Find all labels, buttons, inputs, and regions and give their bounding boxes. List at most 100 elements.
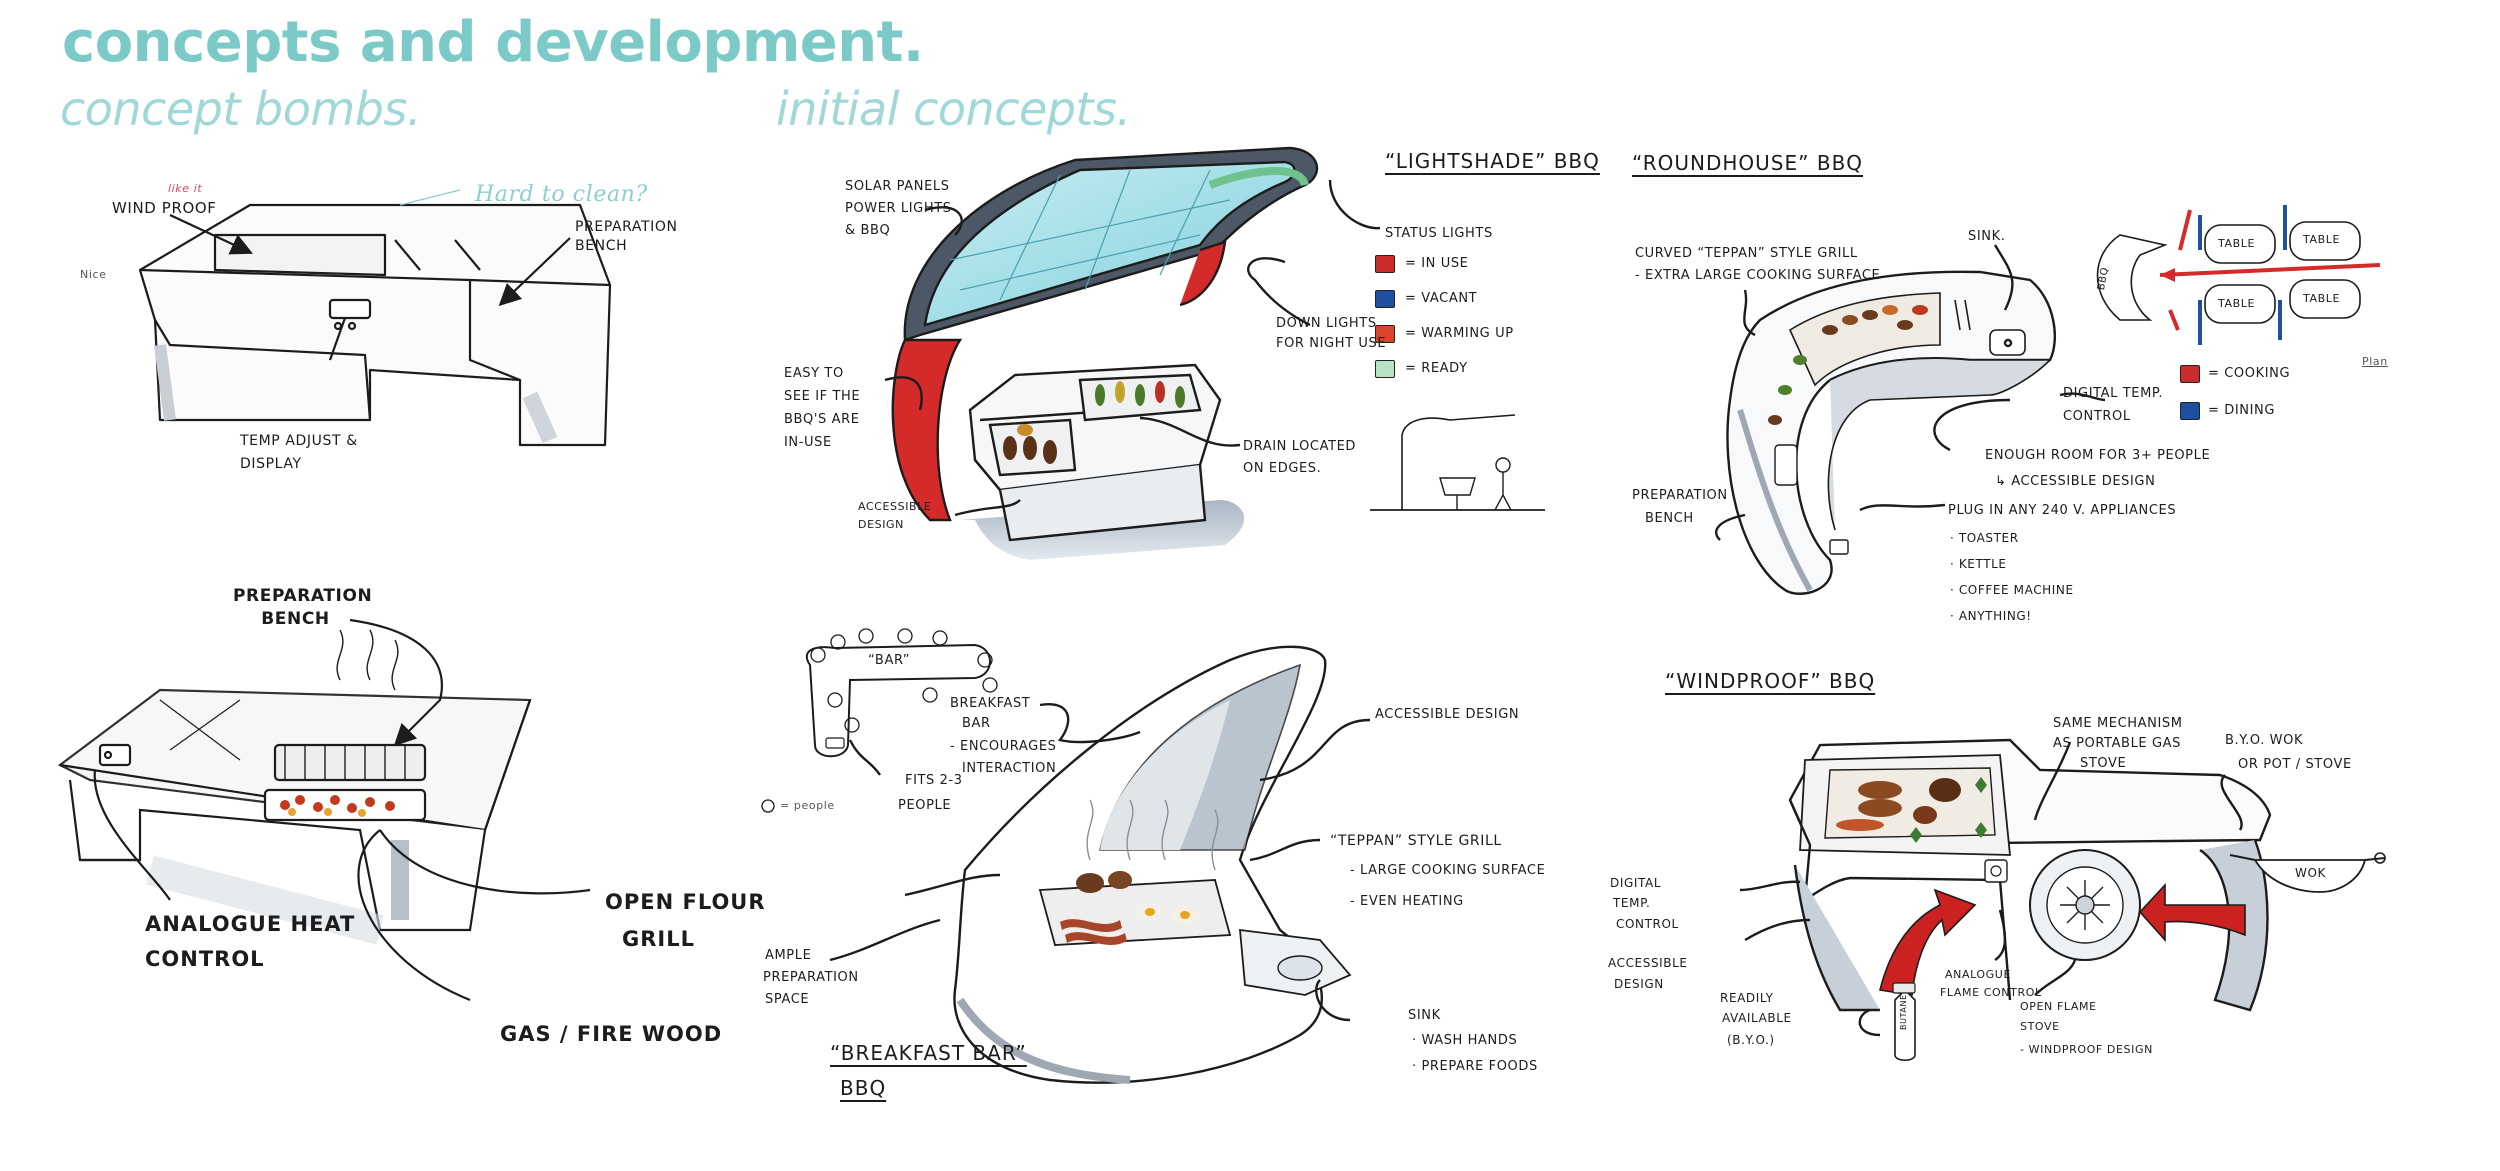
open-flame-line2: stove <box>2020 1020 2060 1033</box>
same-mechanism-line3: stove <box>2080 756 2127 771</box>
status-lights-label: Status lights <box>1385 226 1493 241</box>
solar-panels-line3: & BBQ <box>845 223 891 238</box>
display-label: display <box>240 456 302 472</box>
section-label-initial-concepts: initial concepts. <box>776 82 1131 136</box>
even-heating-label: - Even heating <box>1350 894 1464 909</box>
analogue-control-label: control <box>145 947 265 971</box>
legend-chip-in-use <box>1375 255 1395 273</box>
appliance-anything: · Anything! <box>1950 609 2032 623</box>
like-it-note: like it <box>168 182 203 195</box>
appliance-toaster: · Toaster <box>1950 531 2019 545</box>
easy-to-see-line3: BBQ's are <box>784 412 860 427</box>
same-mechanism-line1: Same mechanism <box>2053 716 2183 731</box>
windproof-digital-line3: control <box>1616 917 1679 931</box>
legend-label-warming: = Warming up <box>1405 326 1514 341</box>
legend-label-vacant: = Vacant <box>1405 291 1478 306</box>
open-flour-label: Open flour <box>605 890 766 914</box>
legend-chip-warming <box>1375 325 1395 343</box>
roundhouse-prep-line1: Preparation <box>1632 488 1728 503</box>
roundhouse-accessible-label: ↳ Accessible design <box>1995 474 2156 489</box>
breakfast-bar-line2: bar <box>962 716 991 731</box>
large-surface-label: - Large cooking surface <box>1350 863 1546 878</box>
open-flame-line1: Open flame <box>2020 1000 2097 1013</box>
legend-chip-ready <box>1375 360 1395 378</box>
plan-label: Plan <box>2362 355 2388 368</box>
wind-proof-label: Wind proof <box>112 199 217 217</box>
lightshade-title: “Lightshade” BBQ <box>1385 149 1600 173</box>
legend-label-ready: = Ready <box>1405 361 1468 376</box>
windproof-digital-line1: Digital <box>1610 876 1662 890</box>
easy-to-see-line1: Easy to <box>784 366 844 381</box>
readily-line3: (B.Y.O.) <box>1727 1033 1775 1047</box>
easy-to-see-line4: in-use <box>784 435 832 450</box>
gas-fire-wood-label: Gas / fire wood <box>500 1022 723 1046</box>
plan-table-1: Table <box>2218 237 2256 250</box>
roundhouse-title: “Roundhouse” BBQ <box>1632 151 1864 175</box>
page-title: concepts and development. <box>62 10 924 75</box>
roundhouse-sink-label: Sink. <box>1968 229 2006 244</box>
section-label-concept-bombs: concept bombs. <box>60 82 421 136</box>
solar-panels-line2: power lights <box>845 201 952 216</box>
legend-label-in-use: = In use <box>1405 256 1469 271</box>
byo-wok-line2: or pot / stove <box>2238 757 2352 772</box>
readily-line1: Readily <box>1720 991 1774 1005</box>
butane-label: Butane <box>1899 994 1908 1030</box>
open-flame-line3: - Windproof design <box>2020 1043 2153 1056</box>
accessible-design-line2: design <box>858 518 904 531</box>
windproof-bbq-sketch <box>1739 738 2386 1062</box>
breakfast-bar-sketch <box>761 628 1371 1084</box>
roundhouse-bbq-sketch <box>1714 205 2381 595</box>
windproof-accessible-line2: design <box>1614 977 1664 991</box>
analogue-heat-label: Analogue heat <box>145 912 356 936</box>
solar-panels-line1: Solar panels <box>845 179 950 194</box>
digital-temp-line1: Digital temp. <box>2063 386 2164 401</box>
curved-grill-line2: - Extra large cooking surface <box>1635 268 1881 283</box>
appliance-kettle: · Kettle <box>1950 557 2007 571</box>
digital-temp-line2: control <box>2063 409 2131 424</box>
plan-dining-chip <box>2180 402 2200 420</box>
windproof-digital-line2: temp. <box>1613 896 1651 910</box>
breakfast-accessible-label: Accessible design <box>1375 707 1520 722</box>
plan-table-4: Table <box>2303 292 2341 305</box>
preparation-bench-label: Preparation bench <box>575 219 678 254</box>
grill-label: grill <box>622 927 695 951</box>
concept2-grill-sketch <box>57 618 591 1002</box>
ample-line1: Ample <box>765 948 812 963</box>
enough-room-label: Enough room for 3+ people <box>1985 448 2211 463</box>
concept1-bench-sketch <box>138 189 612 447</box>
analogue-flame-line2: flame control <box>1940 986 2042 999</box>
breakfast-bar-line1: Breakfast <box>950 696 1031 711</box>
preparation-bench-label-2: Preparation bench <box>233 586 373 629</box>
plan-table-2: Table <box>2303 233 2341 246</box>
windproof-accessible-line1: Accessible <box>1608 956 1688 970</box>
breakfast-sink-label: Sink <box>1408 1008 1441 1023</box>
prepare-foods-label: · Prepare foods <box>1412 1059 1538 1074</box>
legend-chip-vacant <box>1375 290 1395 308</box>
drain-line1: Drain located <box>1243 439 1357 454</box>
bar-plan-label: “Bar” <box>868 653 911 668</box>
easy-to-see-line2: see if the <box>784 389 861 404</box>
nice-note: Nice <box>80 268 107 281</box>
breakfast-title-line1: “Breakfast Bar” <box>830 1041 1027 1065</box>
ample-line3: space <box>765 992 810 1007</box>
teppan-label: “Teppan” style grill <box>1330 833 1502 849</box>
same-mechanism-line2: as portable gas <box>2053 736 2181 751</box>
fits-line2: people <box>898 798 952 813</box>
plan-table-3: Table <box>2218 297 2256 310</box>
down-lights-line2: for night use <box>1276 336 1387 351</box>
plug-in-label: Plug in any 240 V. appliances <box>1948 503 2177 518</box>
roundhouse-prep-line2: bench <box>1645 511 1694 526</box>
curved-grill-line1: Curved “Teppan” style grill <box>1635 246 1858 261</box>
analogue-flame-line1: Analogue <box>1945 968 2011 981</box>
accessible-design-line1: Accessible <box>858 500 932 513</box>
wok-label: Wok <box>2295 866 2326 880</box>
encourages-line1: - Encourages <box>950 739 1057 754</box>
plan-cooking-label: = Cooking <box>2208 366 2291 381</box>
breakfast-title-line2: BBQ <box>840 1076 887 1100</box>
byo-wok-line1: B.Y.O. Wok <box>2225 733 2304 748</box>
readily-line2: available <box>1722 1011 1792 1025</box>
plan-cooking-chip <box>2180 365 2200 383</box>
hard-to-clean-note: Hard to clean? <box>475 182 648 207</box>
down-lights-line1: Down lights <box>1276 316 1377 331</box>
